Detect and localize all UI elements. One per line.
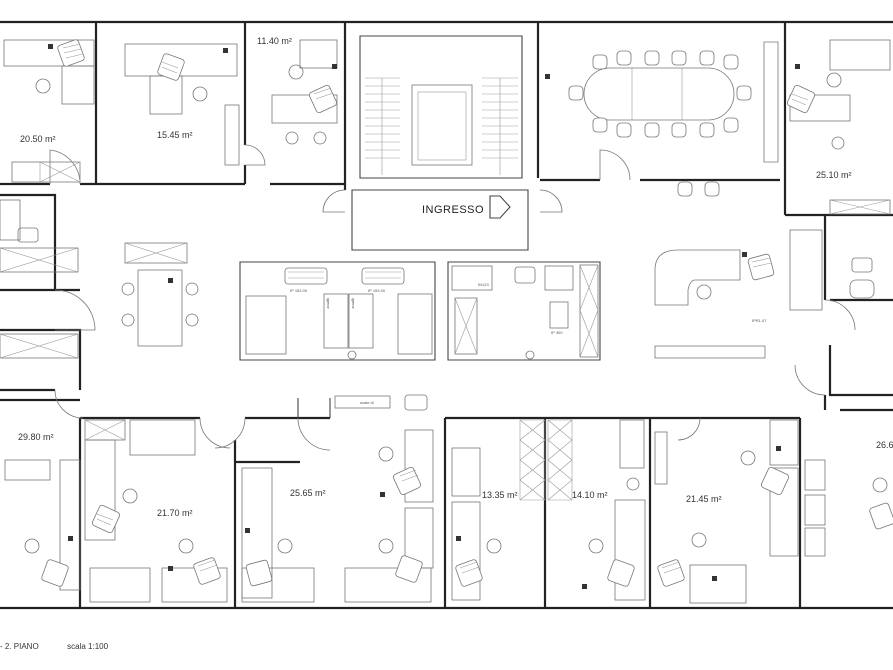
walls — [0, 20, 893, 610]
room-area-e: 29.80 m² — [18, 432, 54, 442]
meeting-table — [583, 67, 735, 121]
doors — [49, 144, 856, 451]
igiene-label-2: igiene — [351, 298, 356, 309]
scale-label: scale dl — [360, 400, 374, 405]
room-labels: INGRESSO 20.50 m² 15.45 m² 11.40 m² 25.1… — [18, 36, 893, 518]
room-area-a: 20.50 m² — [20, 134, 56, 144]
elevator-cabin — [417, 91, 467, 161]
entrance-arrow-icon — [489, 195, 511, 219]
room-area-i: 14.10 m² — [572, 490, 608, 500]
svg-text:IPR1.07: IPR1.07 — [752, 318, 767, 323]
office-chairs — [41, 39, 893, 587]
phone-icons — [48, 44, 800, 589]
meeting-chairs — [568, 50, 752, 197]
plan-caption: - 2. PIANO scala 1:100 — [0, 642, 108, 651]
meeting-cabinet — [763, 41, 779, 163]
room-area-j: 21.45 m² — [686, 494, 722, 504]
svg-text:IP 153.00: IP 153.00 — [368, 288, 386, 293]
room-area-f: 21.70 m² — [157, 508, 193, 518]
equipment-labels: IP 153.00 IP 153.00 IN123 IP 300 IPR1.07… — [290, 282, 767, 405]
elevator — [411, 84, 473, 166]
sinks — [17, 227, 875, 360]
chair-hatching — [62, 43, 809, 574]
room-area-c: 11.40 m² — [257, 36, 292, 46]
room-area-k: 26.6 — [876, 440, 893, 450]
visitor-chairs — [24, 64, 888, 554]
room-area-g: 25.65 m² — [290, 488, 326, 498]
stairs — [365, 77, 518, 175]
svg-text:IP 153.00: IP 153.00 — [290, 288, 308, 293]
storage-cabinets — [0, 161, 891, 501]
scale-text: scala 1:100 — [67, 642, 109, 651]
igiene-label-1: igiene — [326, 298, 331, 309]
entrance-label: INGRESSO — [422, 204, 484, 216]
room-area-b: 15.45 m² — [157, 130, 193, 140]
svg-text:IP 300: IP 300 — [551, 330, 563, 335]
room-area-h: 13.35 m² — [482, 490, 518, 500]
svg-text:IN123: IN123 — [478, 282, 489, 287]
desks — [0, 39, 891, 604]
floor-label: - 2. PIANO — [0, 642, 39, 651]
room-area-d: 25.10 m² — [816, 170, 852, 180]
